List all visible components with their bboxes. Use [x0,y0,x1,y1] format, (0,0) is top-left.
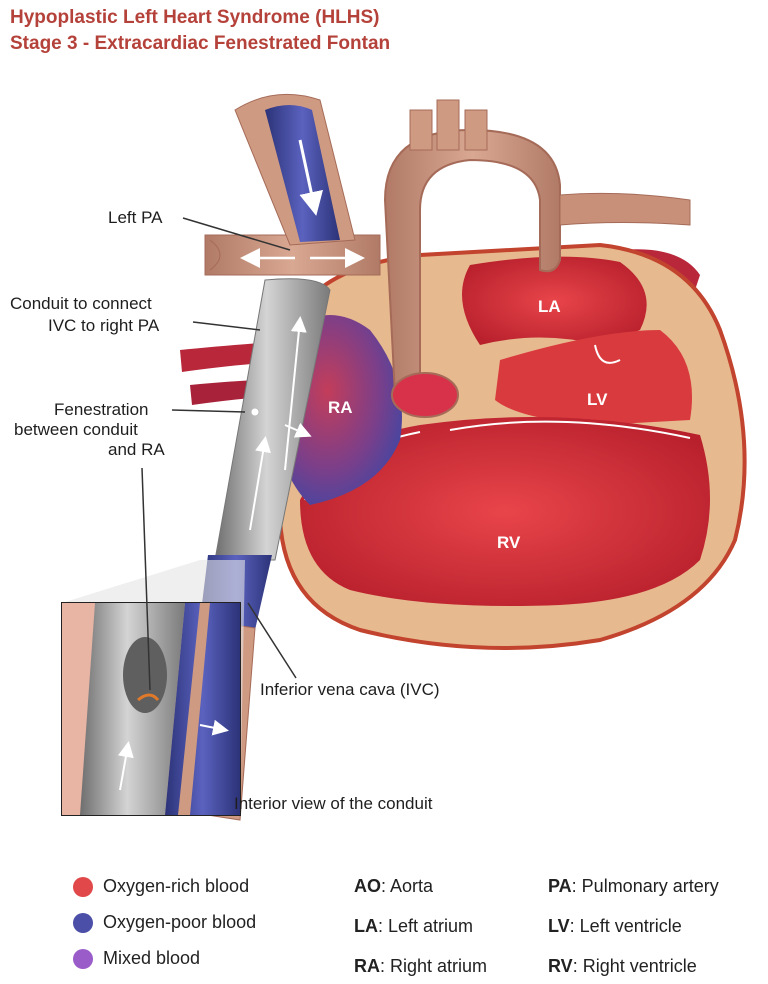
oxygen-poor-dot [73,913,93,933]
abbr-lv: LV: Left ventricle [548,915,682,937]
abbr-ao: AO: Aorta [354,875,433,897]
label-fenestration-line1: Fenestration [54,400,149,420]
legend-mixed: Mixed blood [103,947,200,969]
superior-vena-cava [235,94,355,245]
abbr-pa: PA: Pulmonary artery [548,875,719,897]
label-fenestration-line3: and RA [108,440,165,460]
abbr-rv: RV: Right ventricle [548,955,697,977]
legend-oxygen-poor: Oxygen-poor blood [103,911,256,933]
label-fenestration-line2: between conduit [14,420,138,440]
label-left-pa: Left PA [108,208,163,228]
label-conduit-line2: IVC to right PA [48,316,159,336]
chamber-label-la: LA [538,297,561,317]
chamber-label-ra: RA [328,398,353,418]
label-conduit-line1: Conduit to connect [10,294,152,314]
abbr-ra: RA: Right atrium [354,955,487,977]
label-ivc: Inferior vena cava (IVC) [260,680,440,700]
oxygen-rich-dot [73,877,93,897]
interior-view-inset [62,560,245,815]
chamber-label-lv: LV [587,390,607,410]
label-interior-view: Interior view of the conduit [234,794,432,814]
chamber-label-rv: RV [497,533,520,553]
mixed-blood-dot [73,949,93,969]
abbr-la: LA: Left atrium [354,915,473,937]
legend-oxygen-rich: Oxygen-rich blood [103,875,249,897]
